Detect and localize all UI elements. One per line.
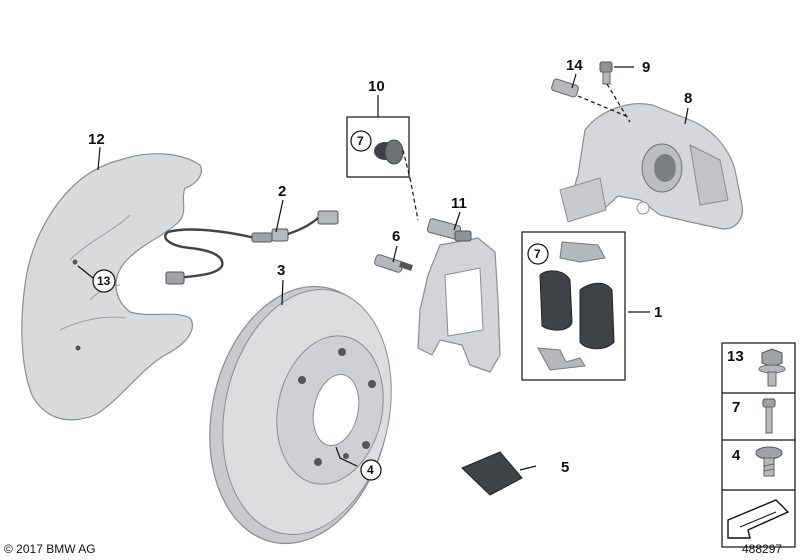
leader-lines [77,66,689,471]
circled-callout-kit1: 7 [527,243,549,265]
callout-11: 11 [451,195,467,212]
callout-1: 1 [654,304,662,321]
torx-screw-icon [755,446,783,477]
callout-3: 3 [277,262,285,279]
hex-flange-bolt-icon [758,348,786,387]
grease-sachet-part[interactable] [461,451,523,496]
callout-9: 9 [642,59,650,76]
callout-2: 2 [278,183,286,200]
callout-8: 8 [684,90,692,107]
circled-callout-shield: 13 [92,269,116,293]
callout-12: 12 [88,131,105,148]
brake-caliper-part[interactable] [559,103,744,230]
callout-10: 10 [368,78,385,95]
callout-14: 14 [566,57,583,74]
brake-wear-sensor-part[interactable] [164,210,339,285]
brake-pad-kit-part[interactable] [521,231,626,381]
legend-label-13: 13 [727,348,744,365]
legend-label-4: 4 [732,447,741,464]
brake-disc-part[interactable] [187,270,413,560]
svg-text:7: 7 [357,134,364,148]
copyright-text: © 2017 BMW AG [4,542,96,556]
bleed-valve-part[interactable] [551,78,627,117]
hex-socket-bolt-icon [762,398,776,434]
legend-label-7: 7 [732,399,740,416]
svg-text:13: 13 [97,274,111,288]
circled-callout-kit10: 7 [350,130,372,152]
circled-callout-disc: 4 [360,459,382,481]
caliper-bolt-part[interactable] [599,61,631,123]
callout-6: 6 [392,228,400,245]
direction-arrow-icon [727,499,790,539]
diagram-id: 488297 [742,542,782,556]
svg-text:4: 4 [367,463,374,477]
callout-5: 5 [561,459,569,476]
svg-text:7: 7 [534,247,541,261]
fastener-legend-table: 13 7 4 [721,342,796,548]
guide-bolt-part[interactable] [374,254,413,273]
caliper-carrier-part[interactable] [417,218,501,373]
